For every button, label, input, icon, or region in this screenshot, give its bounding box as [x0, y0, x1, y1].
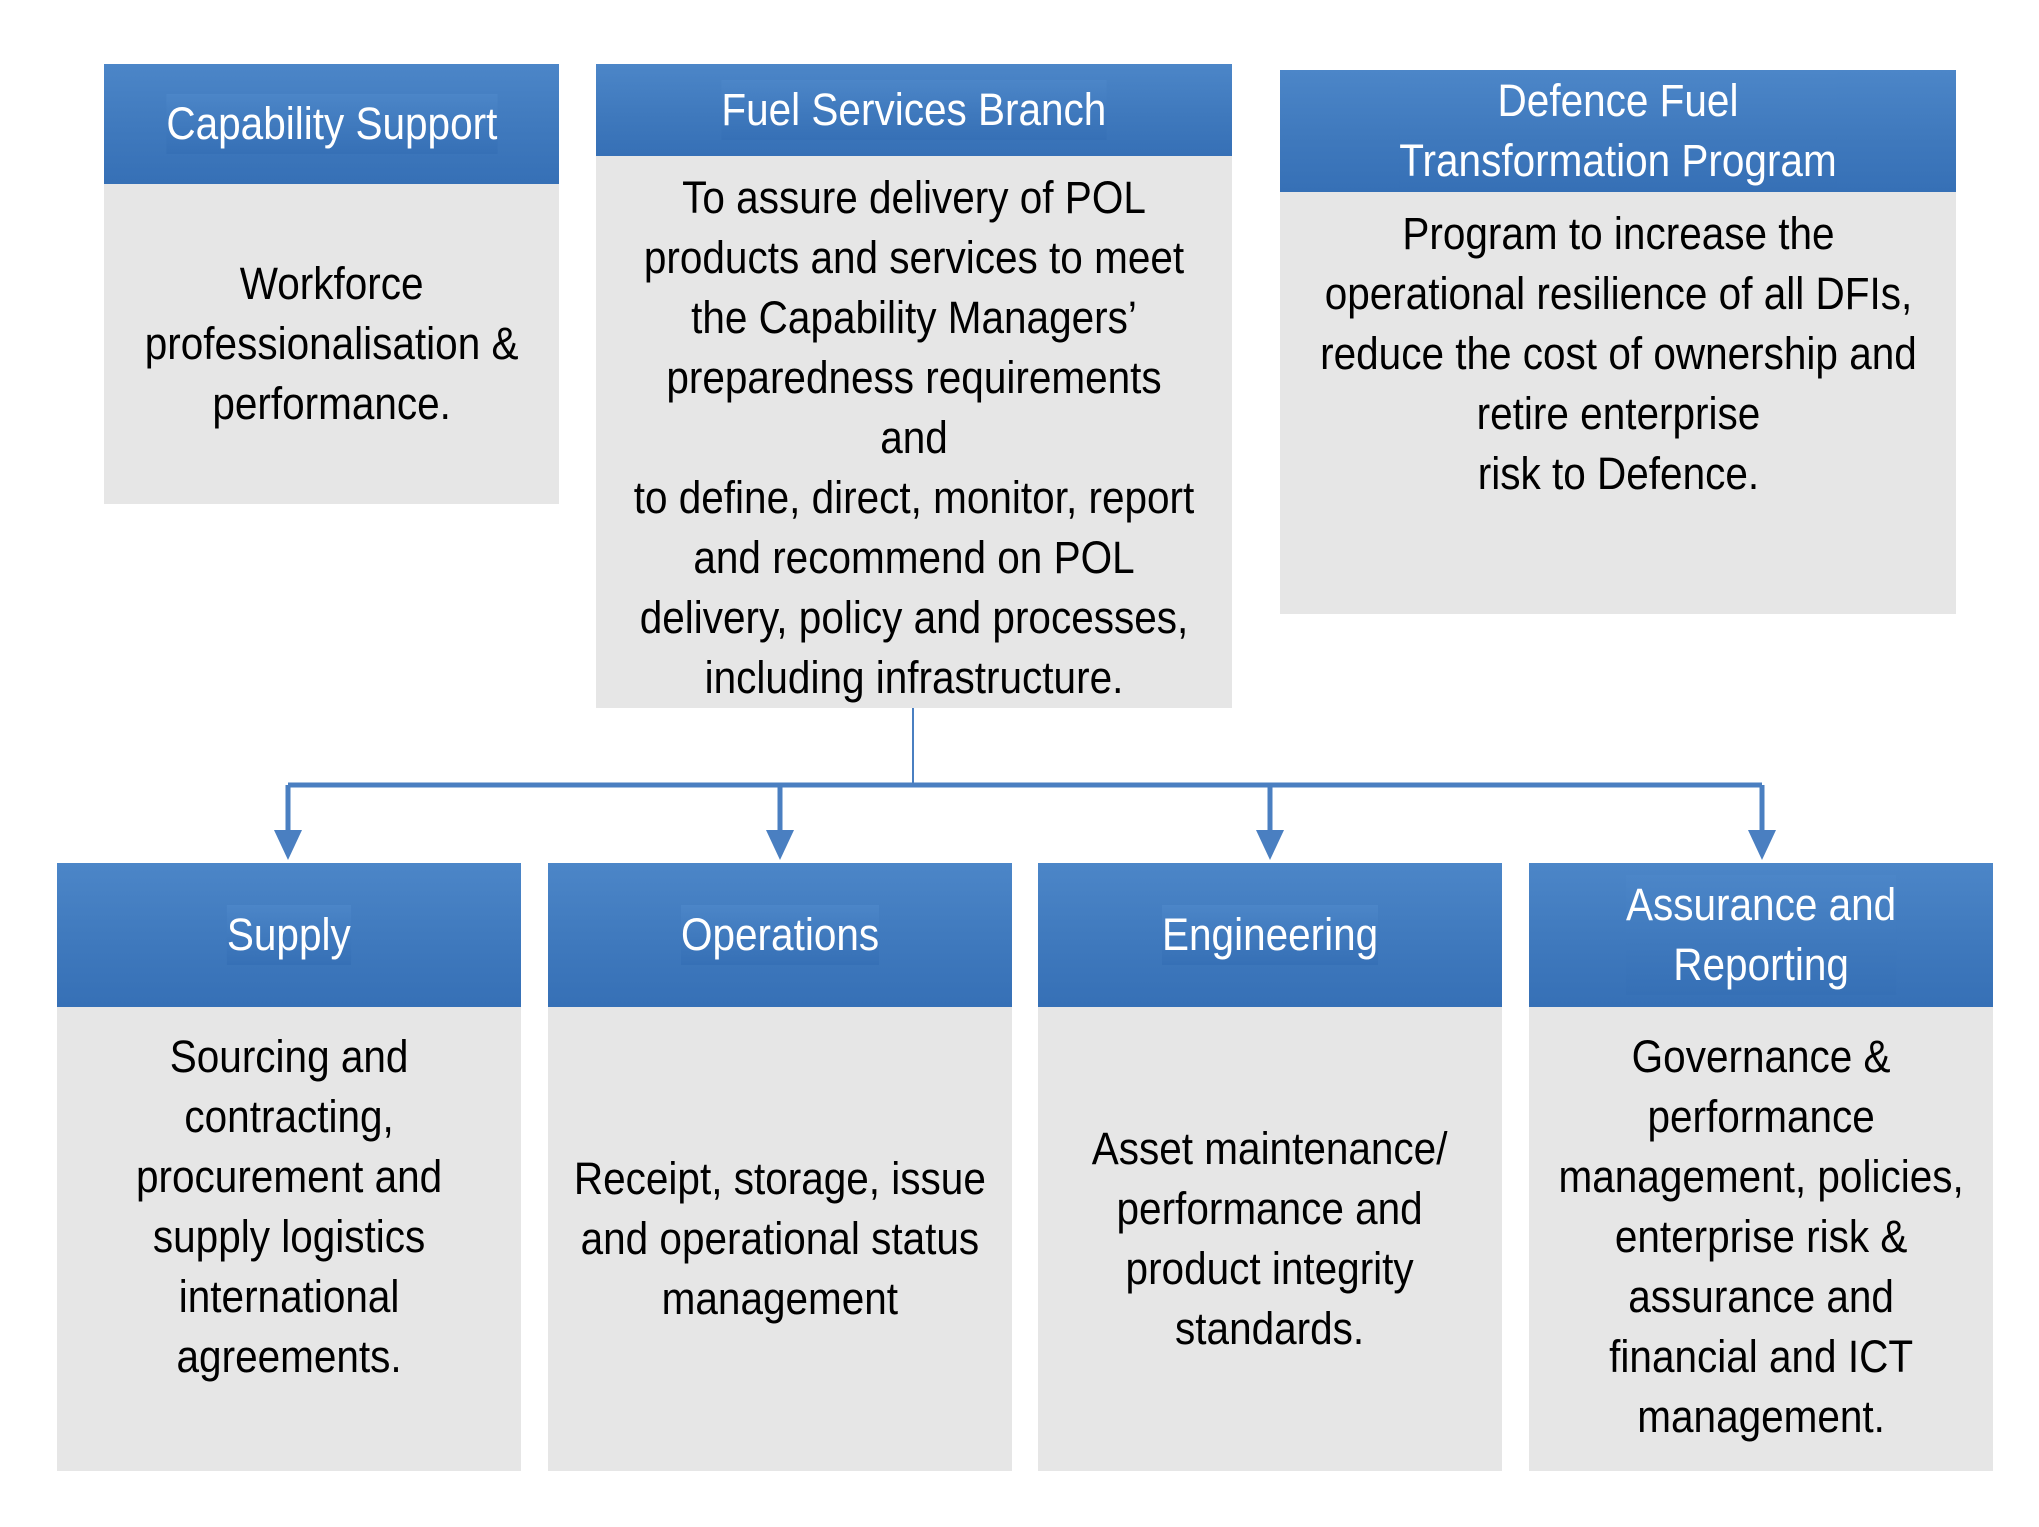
capability-support-description: Workforce professionalisation & performa…: [144, 258, 519, 429]
capability-support-header: Capability Support: [104, 64, 559, 184]
operations-description: Receipt, storage, issue and operational …: [574, 1153, 986, 1324]
assurance-reporting-title: Assurance and Reporting: [1625, 875, 1897, 995]
defence-fuel-transformation-title: Defence Fuel Transformation Program: [1399, 71, 1837, 191]
operations-header: Operations: [548, 863, 1012, 1007]
fuel-services-branch-title: Fuel Services Branch: [721, 80, 1107, 140]
supply-header: Supply: [57, 863, 521, 1007]
fuel-services-branch-box: Fuel Services Branch To assure delivery …: [596, 64, 1232, 708]
supply-body: Sourcing and contracting, procurement an…: [57, 1007, 521, 1471]
capability-support-body: Workforce professionalisation & performa…: [104, 184, 559, 504]
assurance-reporting-box: Assurance and Reporting Governance & per…: [1529, 863, 1993, 1471]
operations-body: Receipt, storage, issue and operational …: [548, 1007, 1012, 1471]
engineering-box: Engineering Asset maintenance/ performan…: [1038, 863, 1502, 1471]
arrow-supply-head: [274, 830, 302, 860]
arrow-assurance-head: [1748, 830, 1776, 860]
supply-title: Supply: [227, 905, 351, 965]
defence-fuel-transformation-description: Program to increase the operational resi…: [1319, 208, 1917, 499]
assurance-reporting-header: Assurance and Reporting: [1529, 863, 1993, 1007]
capability-support-box: Capability Support Workforce professiona…: [104, 64, 559, 504]
operations-box: Operations Receipt, storage, issue and o…: [548, 863, 1012, 1471]
defence-fuel-transformation-header: Defence Fuel Transformation Program: [1280, 70, 1956, 192]
fuel-services-branch-body: To assure delivery of POL products and s…: [596, 156, 1232, 708]
engineering-header: Engineering: [1038, 863, 1502, 1007]
arrow-operations-head: [766, 830, 794, 860]
capability-support-title: Capability Support: [166, 94, 497, 154]
supply-description: Sourcing and contracting, procurement an…: [135, 1031, 443, 1382]
fuel-services-branch-header: Fuel Services Branch: [596, 64, 1232, 156]
supply-box: Supply Sourcing and contracting, procure…: [57, 863, 521, 1471]
engineering-body: Asset maintenance/ performance and produ…: [1038, 1007, 1502, 1471]
assurance-reporting-description: Governance & performance management, pol…: [1558, 1031, 1964, 1442]
arrow-engineering-head: [1256, 830, 1284, 860]
fuel-services-branch-description: To assure delivery of POL products and s…: [633, 172, 1195, 703]
assurance-reporting-body: Governance & performance management, pol…: [1529, 1007, 1993, 1471]
engineering-description: Asset maintenance/ performance and produ…: [1092, 1123, 1448, 1354]
engineering-title: Engineering: [1161, 905, 1379, 965]
defence-fuel-transformation-body: Program to increase the operational resi…: [1280, 192, 1956, 614]
operations-title: Operations: [680, 905, 880, 965]
defence-fuel-transformation-box: Defence Fuel Transformation Program Prog…: [1280, 70, 1956, 614]
